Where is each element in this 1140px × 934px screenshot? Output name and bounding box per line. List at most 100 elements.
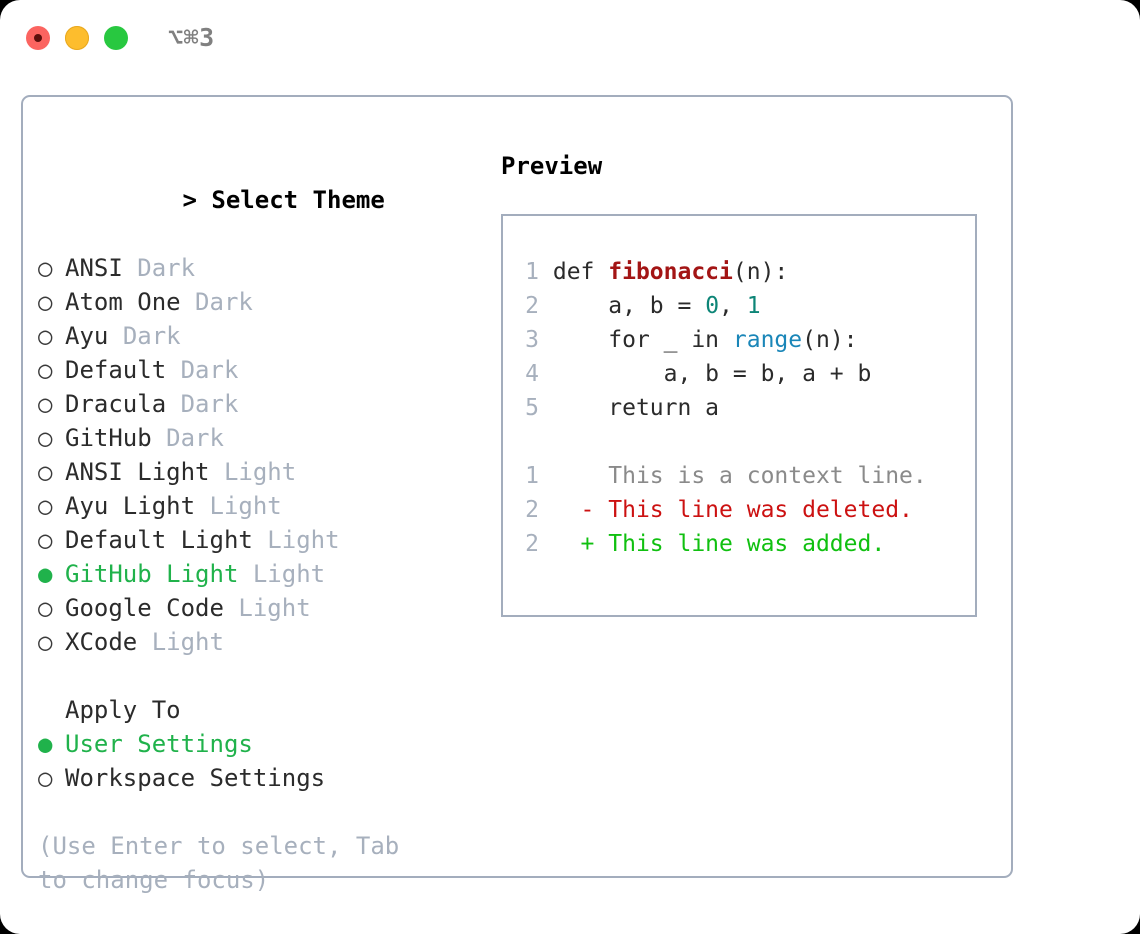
label-gap bbox=[166, 356, 180, 384]
theme-list-item[interactable]: ○ Default Dark bbox=[38, 353, 478, 387]
select-theme-heading: > Select Theme bbox=[38, 149, 478, 251]
diff-gutter-gap bbox=[539, 497, 581, 523]
radio-unselected-icon: ○ bbox=[38, 322, 53, 350]
theme-list-item[interactable]: ○ANSI Dark bbox=[38, 251, 478, 285]
keyboard-hint-text: (Use Enter to select, Tab to change focu… bbox=[38, 832, 414, 894]
focus-caret: > bbox=[182, 186, 212, 214]
diff-line: 2 + This line was added. bbox=[525, 527, 975, 561]
theme-list-item[interactable]: ○ Atom One Dark bbox=[38, 285, 478, 319]
label-gap bbox=[123, 254, 137, 282]
radio-unselected-icon: ○ bbox=[38, 458, 53, 486]
apply-to-heading: Apply To bbox=[65, 696, 181, 724]
line-number-gap bbox=[539, 327, 553, 353]
theme-item-variant: Dark bbox=[180, 356, 239, 384]
diff-line-number: 2 bbox=[525, 497, 539, 523]
line-number-gap bbox=[539, 259, 553, 285]
theme-list-item[interactable]: ○GitHub Dark bbox=[38, 421, 478, 455]
diff-text: This is a context line. bbox=[608, 463, 927, 489]
theme-item-label: Default Light bbox=[65, 526, 253, 554]
line-number-gap bbox=[539, 293, 553, 319]
list-spacer bbox=[38, 659, 478, 693]
close-button[interactable] bbox=[26, 26, 50, 50]
main-panel: > Select Theme ○ANSI Dark○Atom One Dark○… bbox=[21, 95, 1013, 894]
theme-list: ○ANSI Dark○Atom One Dark○Ayu Dark○Defaul… bbox=[38, 251, 478, 659]
theme-list-item[interactable]: ○ Default Light Light bbox=[38, 523, 478, 557]
theme-list-item[interactable]: ○Google Code Light bbox=[38, 591, 478, 625]
window-titlebar: ⌥⌘3 bbox=[0, 0, 1140, 78]
radio-selected-icon: ● bbox=[38, 730, 53, 758]
code-diff-spacer bbox=[525, 425, 975, 459]
diff-gutter-gap bbox=[539, 463, 581, 489]
theme-item-variant: Dark bbox=[195, 288, 253, 316]
diff-line-number: 2 bbox=[525, 531, 539, 557]
theme-item-label: GitHub bbox=[65, 424, 152, 452]
theme-list-item[interactable]: ○ ANSI Light Light bbox=[38, 455, 478, 489]
label-gap bbox=[137, 628, 151, 656]
theme-item-label: GitHub Light bbox=[65, 560, 239, 588]
theme-item-label: Default bbox=[65, 356, 167, 384]
panel-columns: > Select Theme ○ANSI Dark○Atom One Dark○… bbox=[23, 97, 1011, 894]
label-gap bbox=[195, 492, 209, 520]
theme-item-variant: Light bbox=[223, 458, 297, 486]
code-token-num: 1 bbox=[746, 293, 761, 319]
label-gap bbox=[238, 560, 252, 588]
theme-item-label: Google Code bbox=[65, 594, 224, 622]
theme-selector-column: > Select Theme ○ANSI Dark○Atom One Dark○… bbox=[38, 149, 478, 897]
code-line-number: 5 bbox=[525, 395, 539, 421]
radio-unselected-icon: ○ bbox=[38, 288, 53, 316]
code-token-plain: for _ in bbox=[552, 327, 733, 353]
label-gap bbox=[108, 322, 122, 350]
theme-item-label: Dracula bbox=[65, 390, 167, 418]
code-line-number: 2 bbox=[525, 293, 539, 319]
diff-marker: + bbox=[580, 531, 609, 557]
label-gap bbox=[253, 526, 267, 554]
keyboard-shortcut-label: ⌥⌘3 bbox=[168, 23, 215, 52]
radio-selected-icon: ● bbox=[38, 560, 53, 588]
apply-to-list: ●User Settings○Workspace Settings bbox=[38, 727, 478, 795]
code-line-number: 1 bbox=[525, 259, 539, 285]
diff-line-number: 1 bbox=[525, 463, 539, 489]
theme-list-item[interactable]: ●GitHub Light Light bbox=[38, 557, 478, 591]
radio-unselected-icon: ○ bbox=[38, 526, 53, 554]
radio-unselected-icon: ○ bbox=[38, 356, 53, 384]
window-controls bbox=[26, 26, 128, 50]
preview-column: Preview 1 def fibonacci(n):2 a, b = 0, 1… bbox=[501, 149, 1001, 617]
theme-item-variant: Light bbox=[267, 526, 340, 554]
theme-item-variant: Light bbox=[209, 492, 282, 520]
code-token-call: range bbox=[732, 327, 803, 353]
theme-item-label: Ayu bbox=[65, 322, 109, 350]
theme-item-label: XCode bbox=[65, 628, 138, 656]
theme-list-item[interactable]: ○Ayu Light Light bbox=[38, 489, 478, 523]
label-gap bbox=[210, 458, 224, 486]
diff-marker: - bbox=[580, 497, 609, 523]
theme-list-item[interactable]: ○ XCode Light bbox=[38, 625, 478, 659]
radio-unselected-icon: ○ bbox=[38, 628, 53, 656]
minimize-button[interactable] bbox=[65, 26, 89, 50]
theme-item-label: Ayu Light bbox=[65, 492, 196, 520]
theme-item-variant: Dark bbox=[166, 424, 224, 452]
label-gap bbox=[166, 390, 180, 418]
radio-unselected-icon: ○ bbox=[38, 594, 53, 622]
theme-item-label: Atom One bbox=[65, 288, 181, 316]
theme-item-variant: Light bbox=[151, 628, 224, 656]
line-number-gap bbox=[539, 395, 553, 421]
code-line-number: 3 bbox=[525, 327, 539, 353]
diff-text: This line was added. bbox=[608, 531, 886, 557]
code-token-plain: a, b = bbox=[552, 293, 706, 319]
diff-marker bbox=[581, 463, 609, 489]
line-number-gap bbox=[539, 361, 553, 387]
select-theme-title: Select Theme bbox=[211, 186, 385, 214]
preview-heading: Preview bbox=[501, 152, 603, 180]
apply-to-item[interactable]: ●User Settings bbox=[38, 727, 478, 761]
theme-list-item[interactable]: ○ Ayu Dark bbox=[38, 319, 478, 353]
theme-item-label: ANSI Light bbox=[65, 458, 210, 486]
code-token-fn: fibonacci bbox=[608, 259, 733, 285]
maximize-button[interactable] bbox=[104, 26, 128, 50]
theme-list-item[interactable]: ○Dracula Dark bbox=[38, 387, 478, 421]
theme-item-variant: Dark bbox=[122, 322, 181, 350]
diff-sample: 1 This is a context line. 2 - This line w… bbox=[525, 459, 975, 561]
radio-unselected-icon: ○ bbox=[38, 254, 53, 282]
code-line: 2 a, b = 0, 1 bbox=[525, 289, 975, 323]
apply-to-item[interactable]: ○Workspace Settings bbox=[38, 761, 478, 795]
